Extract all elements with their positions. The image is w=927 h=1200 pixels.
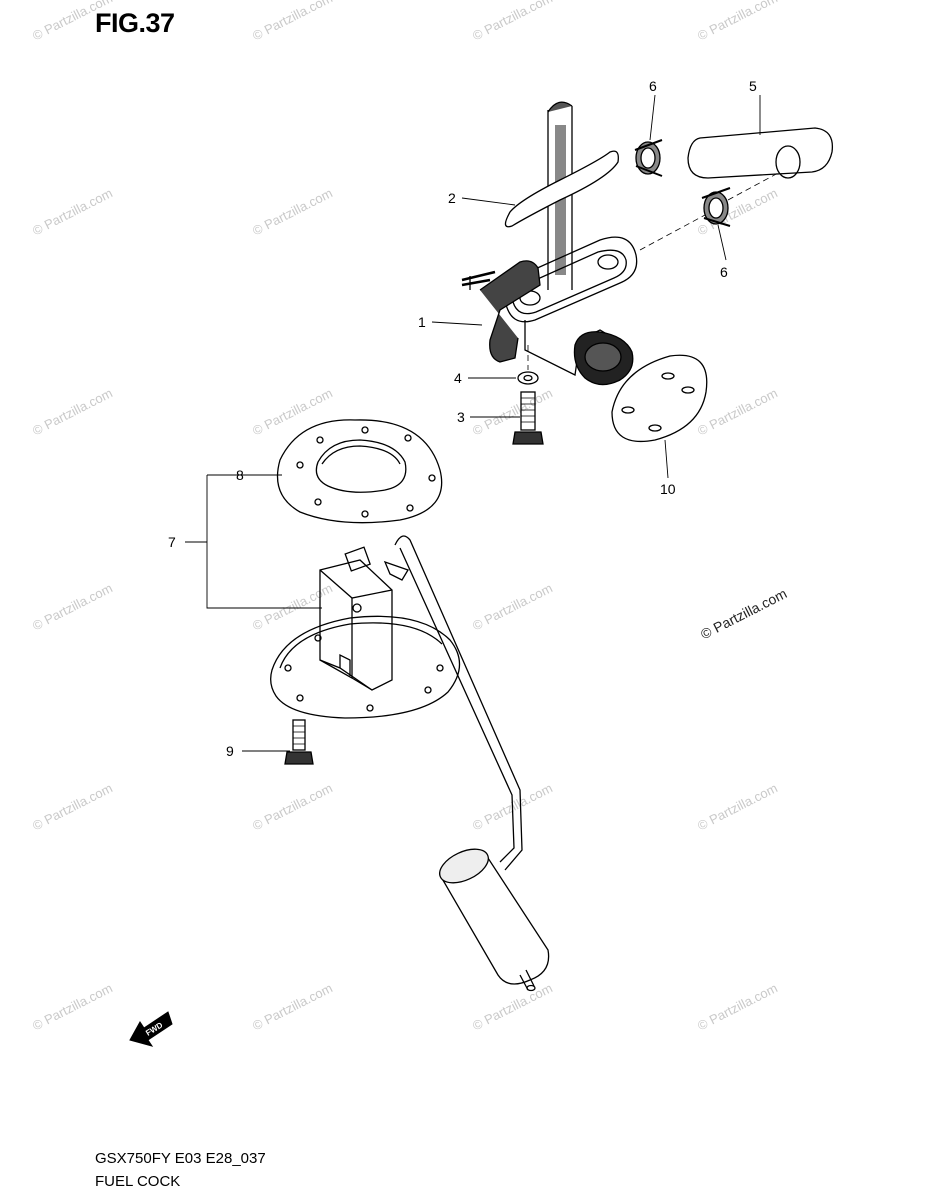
part-gasket (276, 419, 443, 524)
figure-title: FIG.37 (95, 8, 175, 38)
alignment-lines (527, 171, 781, 370)
part-fuel-cock-body (461, 101, 638, 386)
part-fuel-hose (687, 127, 834, 179)
part-bolt-9 (284, 719, 314, 765)
part-o-ring (504, 150, 619, 228)
part-hose-clip-upper (634, 139, 663, 177)
callout-7: 7 (168, 534, 176, 550)
callout-2: 2 (448, 190, 456, 206)
callout-6-upper: 6 (649, 78, 657, 94)
fwd-arrow-icon: FWD (129, 1011, 173, 1047)
callout-3: 3 (457, 409, 465, 425)
callout-1: 1 (418, 314, 426, 330)
section-name: FUEL COCK (95, 1173, 181, 1190)
exploded-parts-diagram: 2 1 4 3 5 6 6 10 8 7 9 FWD (129, 78, 834, 1047)
callout-4: 4 (454, 370, 462, 386)
part-hose-clip-lower (701, 187, 731, 227)
part-washer (517, 371, 539, 385)
callout-8: 8 (236, 467, 244, 483)
callout-9: 9 (226, 743, 234, 759)
part-bolt-3 (512, 391, 544, 445)
callout-6-lower: 6 (720, 264, 728, 280)
part-cover-plate (611, 354, 708, 443)
leader-lines (185, 94, 761, 752)
callout-labels: 2 1 4 3 5 6 6 10 8 7 9 (168, 78, 757, 759)
callout-10: 10 (660, 481, 676, 497)
callout-5: 5 (749, 78, 757, 94)
model-code: GSX750FY E03 E28_037 (95, 1150, 266, 1167)
part-fuel-level-sensor (270, 535, 550, 992)
